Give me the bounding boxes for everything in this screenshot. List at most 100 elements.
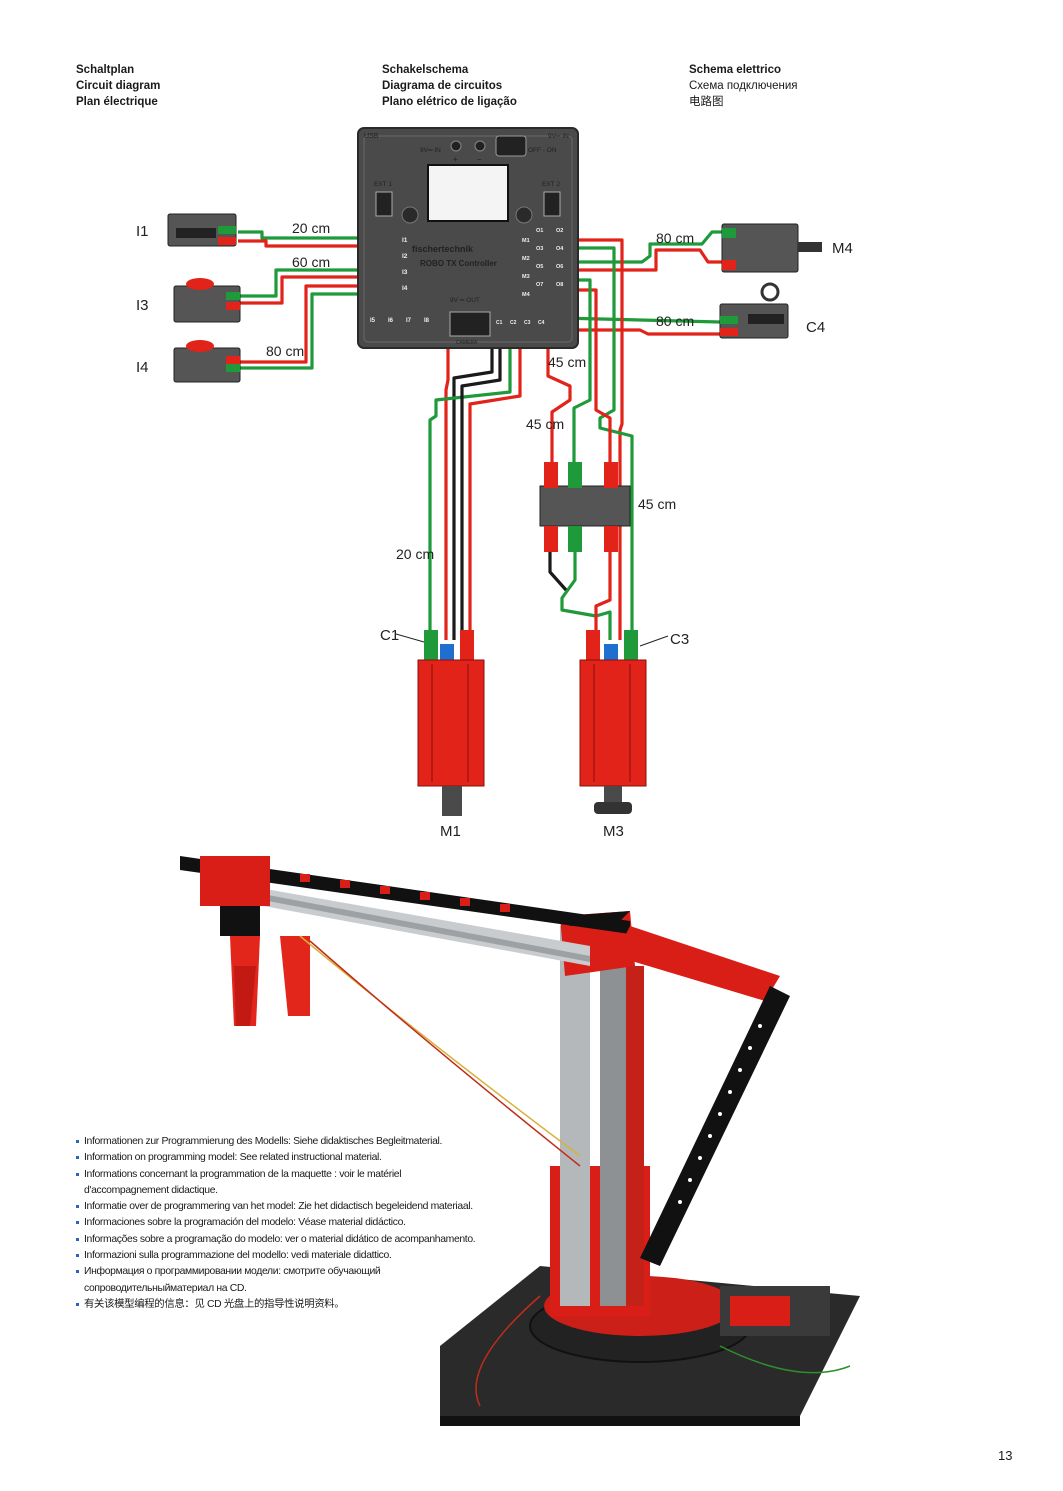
title-pt: Plano elétrico de ligação bbox=[382, 96, 517, 108]
wire-m4-green bbox=[548, 230, 728, 264]
title-nl: Schakelschema bbox=[382, 64, 469, 76]
switch-i1 bbox=[167, 213, 237, 247]
terminal-label-i8: I8 bbox=[424, 318, 430, 324]
switch-i3 bbox=[173, 278, 241, 323]
wire-c4-green bbox=[559, 316, 721, 324]
cable-label-m3-b: 45 cm bbox=[526, 416, 564, 432]
wire-i3-green bbox=[240, 268, 380, 298]
diagonal-strut bbox=[640, 986, 790, 1266]
wire-c1-red bbox=[468, 300, 522, 640]
wire-i3-red bbox=[240, 275, 380, 305]
switch-i4 bbox=[173, 340, 241, 383]
terminal-label-o6: O6 bbox=[556, 264, 563, 270]
motor-m3 bbox=[579, 630, 647, 814]
button-left-icon bbox=[401, 206, 419, 224]
terminal-label-c3: C3 bbox=[524, 320, 531, 326]
title-zh: 电路图 bbox=[689, 96, 724, 108]
ext2-port bbox=[543, 191, 561, 217]
plus-label: + bbox=[453, 155, 458, 164]
header-col1: Schaltplan Circuit diagram Plan électriq… bbox=[76, 62, 160, 110]
terminal-label-o3: O3 bbox=[536, 246, 543, 252]
title-it: Schema elettrico bbox=[689, 64, 782, 76]
robo-tx-controller: USB 9V═ IN 9V═ IN OFF - ON + − EXT 1 EXT… bbox=[357, 127, 579, 349]
cable-label-m3-a: 45 cm bbox=[548, 354, 586, 370]
label-i3: I3 bbox=[136, 297, 149, 314]
terminal-label-i4: I4 bbox=[402, 285, 408, 292]
info-item-ru: Информация о программировании модели: см… bbox=[76, 1264, 476, 1280]
usb-label: USB bbox=[364, 133, 379, 140]
wire-relay-red bbox=[594, 548, 612, 640]
cable-label-m3-c: 45 cm bbox=[638, 496, 676, 512]
model-label: ROBO TX Controller bbox=[420, 259, 497, 268]
terminal-label-i1: I1 bbox=[402, 237, 408, 244]
label-m3: M3 bbox=[603, 823, 624, 840]
header-col2: Schakelschema Diagrama de circuitos Plan… bbox=[382, 62, 517, 110]
relay-block bbox=[539, 462, 631, 552]
title-de: Schaltplan bbox=[76, 64, 135, 76]
wire-relay-green bbox=[560, 548, 612, 640]
terminal-label-o2: O2 bbox=[556, 228, 563, 234]
gripper bbox=[200, 856, 310, 1026]
terminal-label-m1: M1 bbox=[522, 238, 530, 244]
camera-port bbox=[449, 311, 491, 337]
power-in-left: 9V═ IN bbox=[420, 147, 441, 154]
wire-i1-green bbox=[238, 230, 380, 240]
wire-m3-red-c bbox=[546, 325, 572, 468]
label-m1: M1 bbox=[440, 823, 461, 840]
robot-model-photo bbox=[180, 856, 860, 1426]
power-in-right: 9V═ IN bbox=[548, 133, 569, 140]
vertical-rail bbox=[560, 926, 590, 1306]
info-item-ru-cont: сопроводительныйматериал на CD. bbox=[84, 1282, 247, 1294]
wire-i4-green bbox=[240, 292, 380, 370]
power-jack-minus-icon bbox=[474, 140, 486, 152]
wire-c1-green bbox=[428, 300, 512, 640]
terminal-label-m4: M4 bbox=[522, 292, 531, 298]
switch-label: OFF - ON bbox=[528, 147, 557, 154]
minus-label: − bbox=[477, 155, 482, 164]
button-right-icon bbox=[515, 206, 533, 224]
terminal-label-o7: O7 bbox=[536, 282, 543, 288]
camera-label: CAMERA bbox=[456, 340, 478, 346]
terminal-label-m3: M3 bbox=[522, 274, 530, 280]
info-item-fr: Informations concernant la programmation… bbox=[76, 1167, 476, 1183]
page-number: 13 bbox=[998, 1448, 1013, 1463]
out-label: 9V ═ OUT bbox=[450, 297, 480, 304]
wire-relay-black bbox=[548, 548, 568, 592]
terminal-label-o1: O1 bbox=[536, 228, 543, 234]
label-i1: I1 bbox=[136, 223, 149, 240]
terminal-label-m2: M2 bbox=[522, 256, 530, 262]
cable-label-c4: 80 cm bbox=[656, 313, 694, 329]
header-col3: Schema elettrico Схема подключения 电路图 bbox=[689, 62, 798, 110]
wire-m1-red bbox=[444, 300, 450, 640]
terminal-label-i3: I3 bbox=[402, 269, 408, 276]
title-es: Diagrama de circuitos bbox=[382, 80, 503, 92]
info-item-en: Information on programming model: See re… bbox=[76, 1150, 476, 1166]
ext1-port bbox=[375, 191, 393, 217]
info-item-fr-cont: d'accompagnement didactique. bbox=[84, 1184, 218, 1196]
terminal-label-i7: I7 bbox=[406, 318, 412, 324]
cable-label-i4: 80 cm bbox=[266, 343, 304, 359]
info-item-zh: 有关该模型编程的信息：见 CD 光盘上的指导性说明资料。 bbox=[76, 1297, 476, 1313]
title-en: Circuit diagram bbox=[76, 80, 161, 92]
terminal-label-i6: I6 bbox=[388, 318, 394, 324]
terminal-label-c2: C2 bbox=[510, 320, 517, 326]
wire-i1-red bbox=[238, 239, 380, 248]
terminal-label-c1: C1 bbox=[496, 320, 503, 326]
motor-m1 bbox=[417, 630, 485, 816]
label-i4: I4 bbox=[136, 359, 149, 376]
programming-info-list: Informationen zur Programmierung des Mod… bbox=[76, 1134, 476, 1313]
terminal-label-o4: O4 bbox=[556, 246, 564, 252]
display-screen bbox=[427, 164, 509, 222]
cable-label-i3: 60 cm bbox=[292, 254, 330, 270]
wire-m3-green-a bbox=[540, 246, 634, 640]
terminal-label-i5: I5 bbox=[370, 318, 376, 324]
info-item-nl: Informatie over de programmering van het… bbox=[76, 1199, 476, 1215]
ext2-label: EXT 2 bbox=[542, 181, 560, 188]
label-c4: C4 bbox=[806, 319, 825, 336]
ext1-label: EXT 1 bbox=[374, 181, 392, 188]
cable-label-m1: 20 cm bbox=[396, 546, 434, 562]
terminal-label-i2: I2 bbox=[402, 253, 408, 260]
info-item-es: Informaciones sobre la programación del … bbox=[76, 1215, 476, 1231]
